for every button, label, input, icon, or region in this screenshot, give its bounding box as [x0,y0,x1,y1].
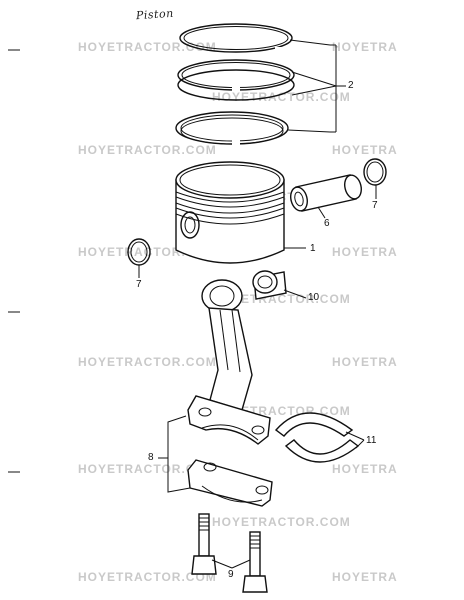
leader-line [289,39,331,46]
piston-pin [290,174,362,212]
conrod-bolt-right [242,531,268,593]
callout-10: 10 [308,292,320,303]
watermark: HOYETRA [332,462,398,476]
circlip-left [127,238,151,266]
leader-line [317,206,326,219]
watermark: HOYETRA [332,570,398,584]
piston-ring-oil [175,111,289,146]
callout-7-right: 7 [372,200,378,211]
leader-line [291,71,337,87]
watermark: HOYETRA [332,40,398,54]
conrod-bolt-left [191,513,217,575]
watermark: HOYETRA [332,355,398,369]
leader-line [291,85,337,96]
bracket-rings [330,44,337,133]
watermark: HOYETRACTOR.COM [78,355,217,369]
callout-11: 11 [366,435,377,446]
leader-line [345,431,365,441]
piston [175,161,285,264]
connecting-rod [187,279,271,445]
connecting-rod-cap [187,459,273,507]
callout-7-left: 7 [136,279,142,290]
piston-ring-top [179,23,293,53]
leader-line [287,129,331,133]
piston-ring-second [177,59,295,101]
watermark: HOYETRACTOR.COM [78,462,217,476]
leader-line [211,559,233,569]
leader-line [231,559,251,569]
watermark: HOYETRACTOR.COM [212,292,351,306]
watermark: HOYETRACTOR.COM [212,515,351,529]
watermark: HOYETRACTOR.COM [78,40,217,54]
bearing-shells [274,412,360,463]
callout-9: 9 [228,569,234,580]
callout-1: 1 [310,243,316,254]
circlip-right [363,158,387,186]
watermark: HOYETRACTOR.COM [78,143,217,157]
watermark: HOYETRA [332,143,398,157]
leader-line [283,289,307,299]
callout-2: 2 [348,80,354,91]
watermark: HOYETRACTOR.COM [212,90,351,104]
callout-8: 8 [148,452,154,463]
small-end-bush [252,270,287,300]
leader-line [355,439,365,449]
watermark: HOYETRACTOR.COM [78,570,217,584]
bracket-conrod [167,415,191,493]
callout-6: 6 [324,218,330,229]
watermark: HOYETRA [332,245,398,259]
